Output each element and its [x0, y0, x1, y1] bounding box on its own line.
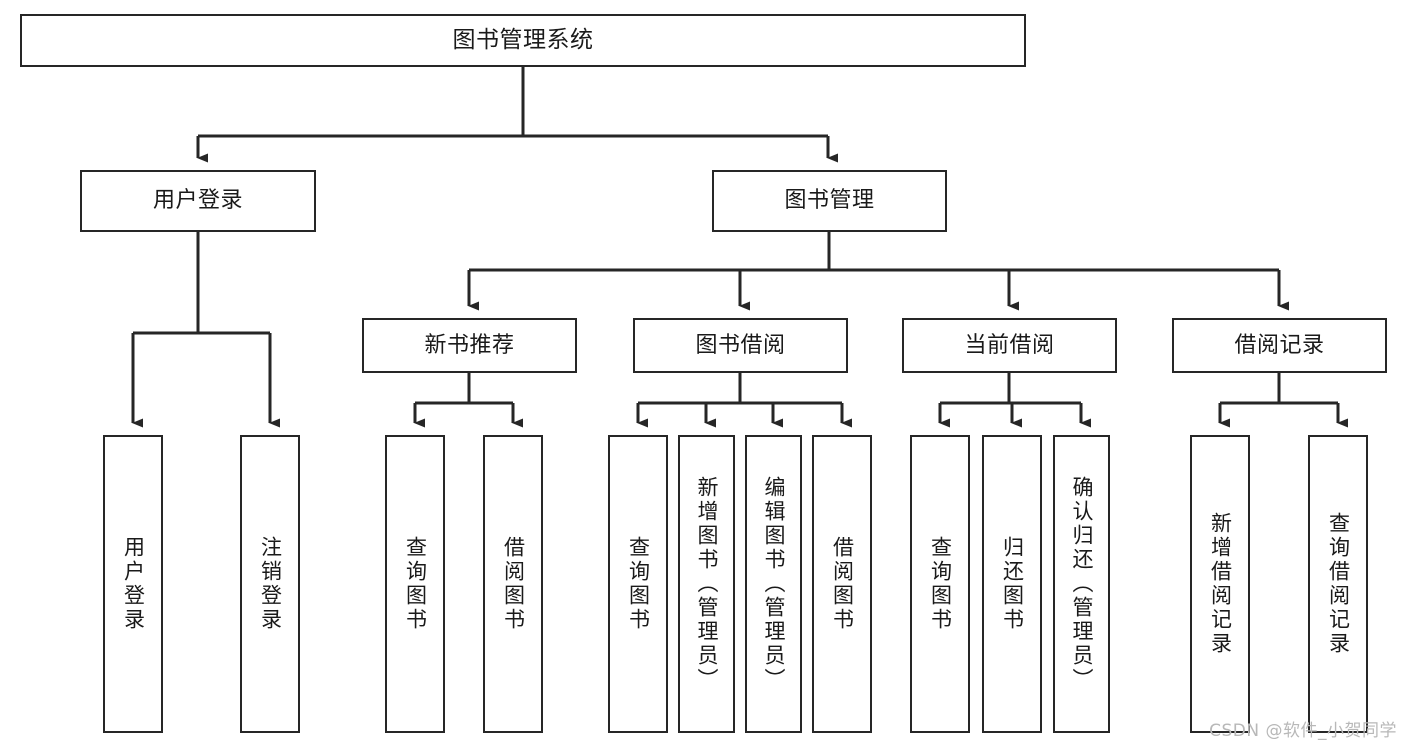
node-user-login-label: 用户登录 [152, 188, 243, 214]
node-leaf-add-book[interactable]: 新增图书（管理员） [678, 435, 735, 733]
node-leaf-query-book-1-label: 查询图书 [403, 536, 428, 632]
node-leaf-user-login[interactable]: 用户登录 [103, 435, 163, 733]
node-new-book-recommend-label: 新书推荐 [424, 332, 515, 358]
node-book-borrow-label: 图书借阅 [695, 332, 786, 358]
node-leaf-confirm-return[interactable]: 确认归还（管理员） [1053, 435, 1110, 733]
node-leaf-query-book-1[interactable]: 查询图书 [385, 435, 445, 733]
node-leaf-user-login-label: 用户登录 [121, 536, 146, 632]
node-leaf-borrow-book-1-label: 借阅图书 [501, 536, 526, 632]
node-book-manage[interactable]: 图书管理 [712, 170, 947, 232]
node-leaf-query-book-2-label: 查询图书 [626, 536, 651, 632]
node-leaf-return-book[interactable]: 归还图书 [982, 435, 1042, 733]
node-leaf-logout[interactable]: 注销登录 [240, 435, 300, 733]
node-current-borrow[interactable]: 当前借阅 [902, 318, 1117, 373]
node-leaf-query-record[interactable]: 查询借阅记录 [1308, 435, 1368, 733]
node-borrow-record-label: 借阅记录 [1234, 332, 1325, 358]
node-current-borrow-label: 当前借阅 [964, 332, 1055, 358]
node-leaf-query-book-2[interactable]: 查询图书 [608, 435, 668, 733]
node-leaf-logout-label: 注销登录 [258, 536, 283, 632]
node-leaf-borrow-book-2-label: 借阅图书 [830, 536, 855, 632]
node-leaf-query-record-label: 查询借阅记录 [1326, 512, 1351, 656]
node-leaf-edit-book-label: 编辑图书（管理员） [761, 476, 786, 692]
node-leaf-query-book-3[interactable]: 查询图书 [910, 435, 970, 733]
node-leaf-add-record-label: 新增借阅记录 [1208, 512, 1233, 656]
node-root[interactable]: 图书管理系统 [20, 14, 1026, 67]
node-book-borrow[interactable]: 图书借阅 [633, 318, 848, 373]
node-leaf-query-book-3-label: 查询图书 [928, 536, 953, 632]
node-leaf-add-book-label: 新增图书（管理员） [694, 476, 719, 692]
csdn-watermark: CSDN @软件_小贺同学 [1209, 721, 1397, 741]
node-root-label: 图书管理系统 [452, 27, 594, 54]
node-leaf-borrow-book-2[interactable]: 借阅图书 [812, 435, 872, 733]
node-leaf-confirm-return-label: 确认归还（管理员） [1069, 476, 1094, 692]
node-leaf-borrow-book-1[interactable]: 借阅图书 [483, 435, 543, 733]
node-leaf-edit-book[interactable]: 编辑图书（管理员） [745, 435, 802, 733]
node-borrow-record[interactable]: 借阅记录 [1172, 318, 1387, 373]
node-user-login[interactable]: 用户登录 [80, 170, 316, 232]
node-book-manage-label: 图书管理 [784, 188, 875, 214]
node-leaf-return-book-label: 归还图书 [1000, 536, 1025, 632]
node-leaf-add-record[interactable]: 新增借阅记录 [1190, 435, 1250, 733]
node-new-book-recommend[interactable]: 新书推荐 [362, 318, 577, 373]
